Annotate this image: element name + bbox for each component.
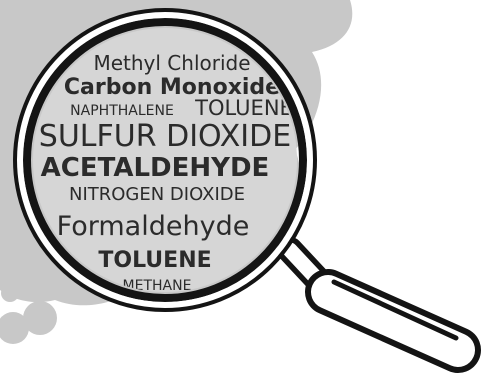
magnifier-handle	[277, 237, 481, 373]
word-nitrogen-dioxide: NITROGEN DIOXIDE	[69, 184, 245, 205]
magnifier-lens	[33, 28, 297, 292]
word-methyl-chloride: Methyl Chloride	[93, 51, 250, 75]
word-toluene-lower: TOLUENE	[98, 248, 211, 273]
word-sulfur-dioxide: SULFUR DIOXIDE	[39, 119, 291, 154]
smoke-puff-right	[23, 301, 57, 335]
word-naphthalene: NAPHTHALENE	[70, 103, 174, 119]
smoke-puff-left	[0, 312, 29, 344]
word-toluene-upper: TOLUENE	[194, 96, 293, 120]
magnifier-rim	[13, 8, 317, 312]
smoke-puff-small	[1, 284, 19, 302]
word-carbon-monoxide: Carbon Monoxide	[64, 75, 280, 100]
word-acetaldehyde: ACETALDEHYDE	[41, 153, 270, 183]
word-formaldehyde: Formaldehyde	[57, 211, 250, 242]
pollutant-word-cloud: Methyl Chloride Carbon Monoxide NAPHTHAL…	[39, 51, 293, 294]
word-methane: METHANE	[123, 278, 192, 294]
